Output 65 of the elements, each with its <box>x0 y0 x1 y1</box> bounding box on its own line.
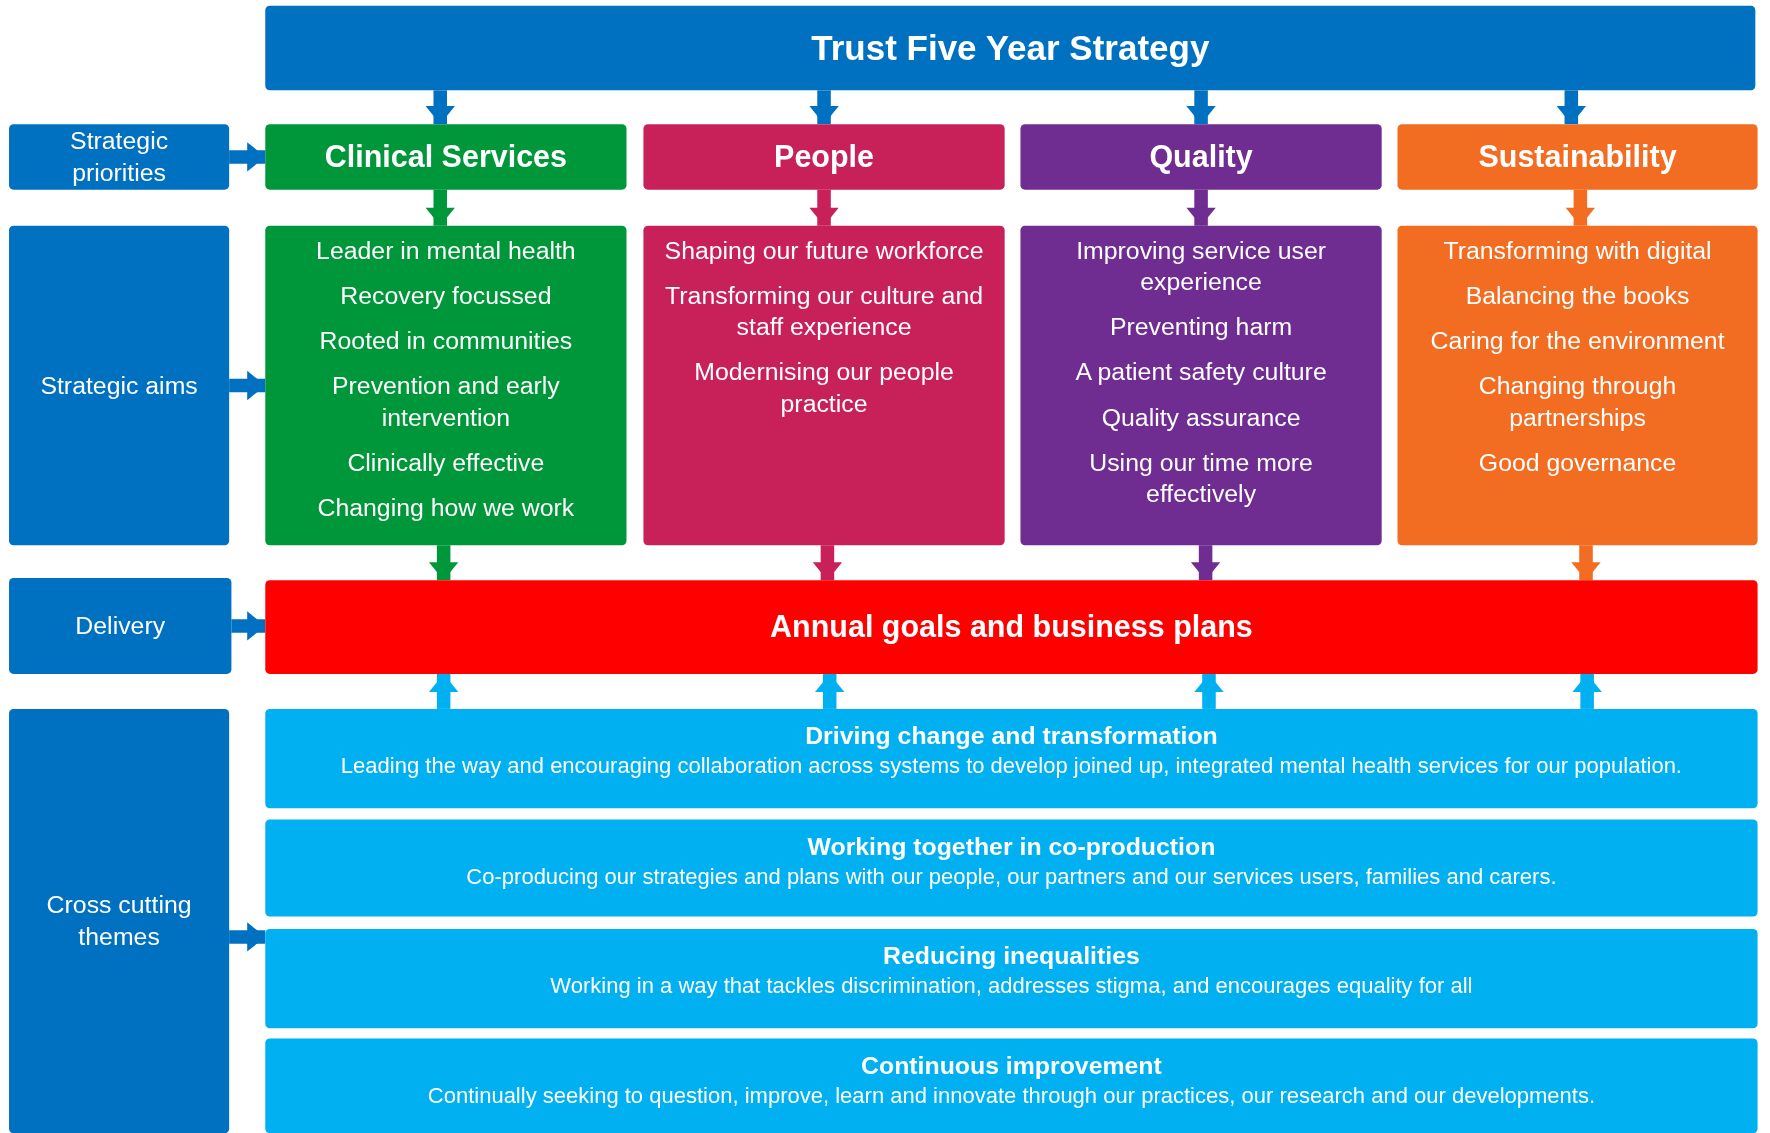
theme-heading: Reducing inequalities <box>883 940 1140 971</box>
aim-text: Balancing the books <box>1464 280 1691 312</box>
aim-text: Prevention and early intervention <box>331 370 561 434</box>
theme-description: Working in a way that tackles discrimination, addresses stigma, and encourages equality for all <box>549 972 1474 1000</box>
theme-heading: Working together in co-production <box>807 830 1216 862</box>
row-label: Delivery <box>9 577 232 674</box>
aim-text: Rooted in communities <box>318 325 574 357</box>
aim-text: Preventing harm <box>1108 311 1294 343</box>
aim-text: Good governance <box>1477 447 1678 479</box>
priority-heading: Quality <box>1020 124 1382 190</box>
priority-heading: People <box>643 124 1005 190</box>
block-arrow <box>1556 90 1586 125</box>
block-arrow <box>1565 189 1596 226</box>
row-label: Cross cutting themes <box>9 708 230 1133</box>
aim-text: Transforming our culture and staff experience <box>664 280 984 343</box>
block-arrow <box>1190 545 1221 581</box>
block-arrow <box>425 189 455 226</box>
aim-text: Clinically effective <box>346 447 546 479</box>
priority-heading: Clinical Services <box>265 124 627 190</box>
priority-heading: Sustainability <box>1397 124 1758 190</box>
aim-text: Shaping our future workforce <box>663 234 985 267</box>
strategy-banner: Trust Five Year Strategy <box>265 5 1756 91</box>
aim-text: Quality assurance <box>1100 402 1302 434</box>
aim-text: Transforming with digital <box>1442 234 1713 267</box>
theme-panel <box>265 929 1758 1029</box>
block-arrow <box>809 90 839 125</box>
aim-text: Caring for the environment <box>1429 325 1726 357</box>
aim-text: A patient safety culture <box>1074 356 1328 389</box>
block-arrow <box>1572 673 1602 709</box>
block-arrow <box>231 611 266 641</box>
theme-panel <box>265 819 1758 917</box>
theme-heading: Driving change and transformation <box>805 720 1218 751</box>
block-arrow <box>1186 189 1216 226</box>
row-label: Strategic priorities <box>9 124 230 190</box>
block-arrow <box>229 142 266 172</box>
aim-text: Changing through partnerships <box>1477 370 1678 434</box>
aim-text: Recovery focussed <box>339 280 553 312</box>
aim-text: Improving service user experience <box>1075 234 1327 298</box>
block-arrow <box>428 545 459 581</box>
block-arrow <box>229 922 266 952</box>
theme-description: Continually seeking to question, improve, learn and innovate through our practices, our research and our developments. <box>426 1081 1597 1110</box>
aims-panel <box>1020 225 1382 546</box>
theme-panel <box>265 708 1758 809</box>
block-arrow <box>428 673 459 709</box>
block-arrow <box>229 370 266 401</box>
aim-text: Using our time more effectively <box>1088 447 1314 510</box>
theme-description: Co-producing our strategies and plans with our people, our partners and our services users, families and carers. <box>465 862 1558 891</box>
aim-text: Changing how we work <box>316 492 576 524</box>
aims-panel <box>265 225 627 546</box>
aim-text: Modernising our people practice <box>693 356 955 420</box>
aims-panel <box>1397 225 1758 546</box>
theme-panel <box>265 1038 1758 1133</box>
theme-description: Leading the way and encouraging collaboration across systems to develop joined up, integrated mental health services for our population. <box>339 751 1683 780</box>
block-arrow <box>809 189 839 226</box>
theme-heading: Continuous improvement <box>861 1049 1162 1081</box>
block-arrow <box>1186 90 1216 125</box>
block-arrow <box>425 90 455 125</box>
delivery-banner: Annual goals and business plans <box>265 580 1758 674</box>
block-arrow <box>812 545 843 581</box>
block-arrow <box>1194 673 1224 709</box>
aims-panel <box>643 225 1005 546</box>
block-arrow <box>815 673 845 709</box>
block-arrow <box>1571 545 1601 581</box>
row-label: Strategic aims <box>9 225 230 546</box>
aim-text: Leader in mental health <box>315 234 577 267</box>
